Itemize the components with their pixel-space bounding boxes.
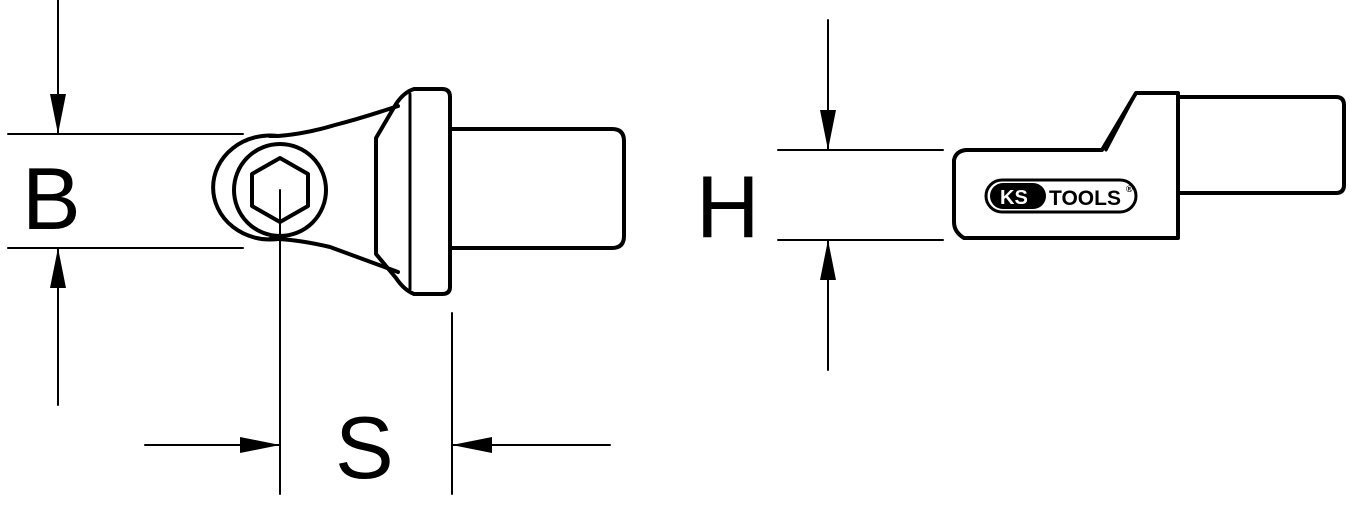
dimension-s-label: S (335, 398, 394, 497)
ring-head (211, 133, 280, 242)
insert-body (268, 104, 400, 138)
ks-tools-logo: KS TOOLS ® (984, 178, 1138, 214)
insert-body-lower (268, 237, 400, 274)
dimension-b-label: B (22, 149, 81, 248)
dimension-h-label: H (696, 157, 760, 256)
flange (374, 87, 452, 296)
logo-ks-pill (990, 183, 1046, 209)
side-square-drive (1176, 95, 1346, 195)
logo-ks: KS (1000, 187, 1028, 209)
side-bevel (1104, 91, 1138, 152)
top-view: B S (7, 0, 626, 497)
logo-tools: TOOLS (1049, 187, 1121, 210)
logo-registered: ® (1126, 184, 1133, 194)
side-view: KS TOOLS ® H (696, 19, 1346, 371)
square-drive (450, 127, 626, 250)
side-body (952, 91, 1180, 240)
